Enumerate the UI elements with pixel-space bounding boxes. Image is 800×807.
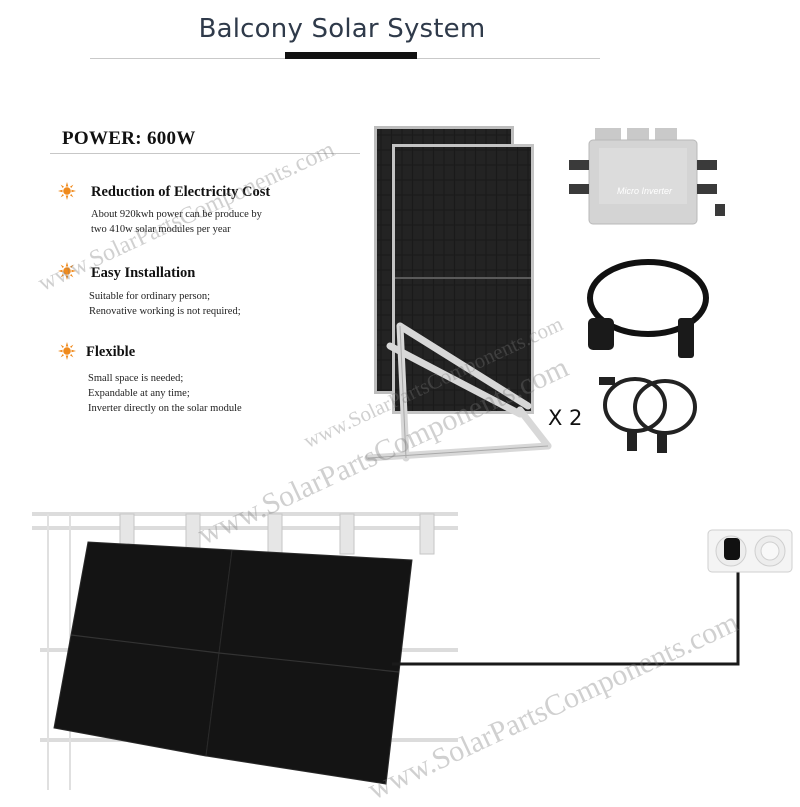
sun-icon [58, 262, 76, 280]
feature-desc-line: Inverter directly on the solar module [88, 403, 242, 414]
balcony-installation-illustration [32, 512, 793, 790]
feature-desc-line: two 410w solar modules per year [91, 224, 231, 235]
inverter-label: Micro Inverter [617, 186, 673, 196]
power-rating: POWER: 600W [62, 128, 196, 149]
feature-title: Reduction of Electricity Cost [91, 184, 271, 200]
feature-desc-line: Expandable at any time; [88, 388, 190, 399]
micro-inverter-image [569, 128, 725, 225]
solar-modules-illustration [364, 126, 552, 462]
ac-cable-image [587, 259, 709, 358]
mc4-cables-image [599, 377, 697, 453]
sun-icon [58, 182, 76, 200]
feature-desc-line: About 920kwh power can be produce by [91, 209, 262, 220]
page-title: Balcony Solar System [198, 14, 486, 44]
feature-title: Flexible [86, 344, 136, 360]
feature-title: Easy Installation [91, 265, 196, 281]
feature-desc-line: Renovative working is not required; [89, 306, 241, 317]
feature-desc-line: Suitable for ordinary person; [89, 291, 211, 302]
title-accent-bar [285, 52, 417, 59]
power-divider [50, 153, 360, 154]
feature-desc-line: Small space is needed; [88, 373, 184, 384]
quantity-label: X 2 [548, 406, 583, 430]
sun-icon [58, 342, 76, 360]
